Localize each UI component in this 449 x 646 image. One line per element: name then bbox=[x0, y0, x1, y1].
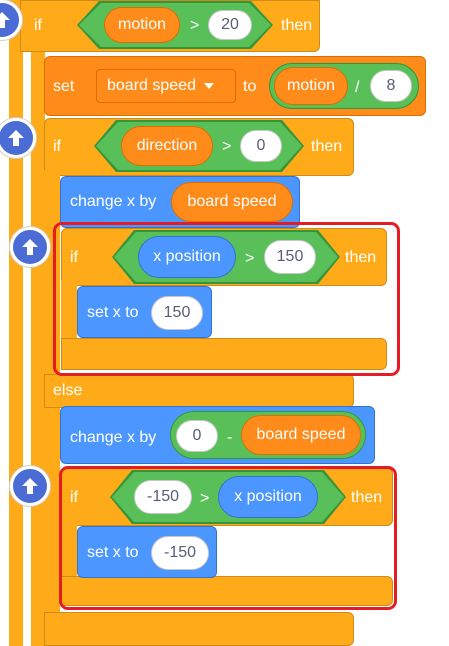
else-keyword: else bbox=[53, 382, 83, 399]
outer-control-strip bbox=[9, 0, 23, 646]
move-up-button[interactable] bbox=[0, 118, 36, 158]
variable-dropdown-label: board speed bbox=[107, 77, 196, 94]
variable-dropdown[interactable]: board speed bbox=[96, 69, 236, 103]
direction-reporter[interactable]: direction bbox=[121, 126, 213, 166]
then-keyword: then bbox=[311, 138, 343, 155]
value-neg150-input[interactable]: -150 bbox=[151, 536, 209, 570]
if-xpos-gt-bottom bbox=[61, 338, 387, 370]
then-keyword: then bbox=[281, 17, 313, 34]
x-position-reporter[interactable]: x position bbox=[218, 476, 318, 518]
motion-reporter[interactable]: motion bbox=[104, 7, 180, 43]
move-up-button[interactable] bbox=[0, 0, 22, 40]
change-x-label: change x by bbox=[70, 193, 157, 210]
value-0-input[interactable]: 0 bbox=[240, 130, 282, 162]
then-keyword: then bbox=[351, 489, 383, 506]
if-xpos-lt-c-arm bbox=[61, 520, 77, 580]
value-neg150-input[interactable]: -150 bbox=[134, 480, 192, 514]
move-up-button[interactable] bbox=[10, 466, 50, 506]
set-x-label: set x to bbox=[87, 304, 139, 321]
highlight-box bbox=[59, 466, 397, 610]
else-bar bbox=[44, 374, 354, 408]
motion-reporter-2[interactable]: motion bbox=[274, 67, 348, 105]
gt-operator: > bbox=[245, 250, 255, 267]
to-keyword: to bbox=[243, 78, 257, 95]
gt-operator: > bbox=[190, 17, 200, 34]
value-8-input[interactable]: 8 bbox=[370, 70, 412, 102]
arrow-up-icon bbox=[0, 12, 10, 28]
set-keyword: set bbox=[53, 78, 75, 95]
board-speed-reporter[interactable]: board speed bbox=[171, 182, 293, 222]
arrow-up-icon bbox=[8, 130, 24, 146]
board-speed-reporter[interactable]: board speed bbox=[241, 415, 361, 455]
if-xpos-lt-bottom bbox=[61, 576, 393, 606]
if-else-bottom-bar bbox=[44, 612, 354, 646]
value-150-input[interactable]: 150 bbox=[151, 296, 203, 330]
change-x-label: change x by bbox=[70, 429, 157, 446]
then-keyword: then bbox=[345, 249, 377, 266]
if-keyword: if bbox=[34, 17, 42, 34]
value-20-input[interactable]: 20 bbox=[208, 10, 252, 40]
move-up-button[interactable] bbox=[10, 227, 50, 267]
value-150-input[interactable]: 150 bbox=[264, 240, 316, 274]
arrow-up-icon bbox=[22, 478, 38, 494]
dropdown-arrow-icon bbox=[203, 83, 214, 89]
if-keyword: if bbox=[70, 489, 78, 506]
divide-operator: / bbox=[355, 79, 360, 96]
arrow-up-icon bbox=[22, 239, 38, 255]
x-position-reporter[interactable]: x position bbox=[138, 236, 236, 278]
if-keyword: if bbox=[70, 249, 78, 266]
minus-operator: - bbox=[227, 429, 233, 446]
if-xpos-gt-c-arm bbox=[61, 280, 77, 342]
value-0-input[interactable]: 0 bbox=[176, 420, 218, 452]
gt-operator: > bbox=[200, 490, 210, 507]
gt-operator: > bbox=[222, 138, 232, 155]
if-keyword: if bbox=[53, 138, 61, 155]
highlight-box bbox=[53, 222, 400, 376]
set-x-label: set x to bbox=[87, 544, 139, 561]
